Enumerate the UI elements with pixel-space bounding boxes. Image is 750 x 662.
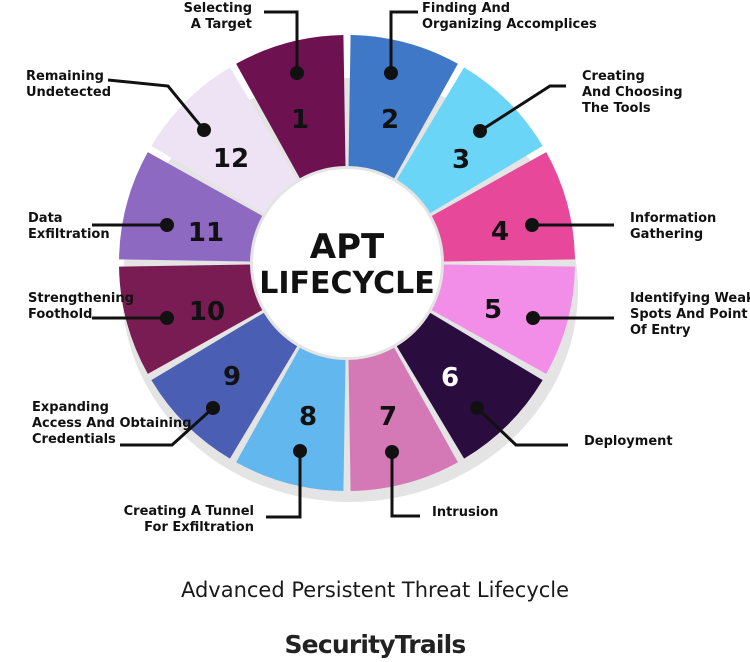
segment-8 (236, 347, 346, 491)
step-number-9: 9 (223, 362, 241, 392)
center-title-line2: LIFECYCLE (259, 266, 435, 301)
segment-9 (151, 312, 298, 459)
center-title-line1: APT (310, 227, 385, 267)
callout-dot-2 (384, 66, 398, 80)
segment-1 (236, 35, 346, 179)
step-number-6: 6 (441, 363, 459, 393)
callout-line-6 (475, 406, 568, 447)
step-number-11: 11 (188, 218, 224, 248)
segment-10 (119, 264, 263, 374)
step-label-6: Deployment (584, 434, 673, 449)
segment-2 (348, 35, 458, 179)
callout-dot-10 (160, 311, 174, 325)
step-number-2: 2 (381, 105, 399, 135)
callout-dot-3 (473, 124, 487, 138)
callout-dot-1 (290, 66, 304, 80)
callout-line-12 (107, 78, 206, 131)
segment-6 (396, 312, 543, 459)
brand-logo-text: SecurityTrails (284, 630, 466, 659)
segment-3 (396, 67, 543, 214)
wheel-segments (119, 35, 575, 491)
step-label-7: Intrusion (432, 505, 498, 520)
callout-dot-5 (526, 311, 540, 325)
callout-line-3 (479, 84, 566, 133)
center-hub (253, 169, 441, 357)
callout-line-2 (389, 10, 418, 73)
infographic-caption: Advanced Persistent Threat Lifecycle (180, 578, 570, 602)
callout-dot-11 (160, 218, 174, 232)
step-number-5: 5 (484, 295, 502, 325)
callout-dot-12 (197, 123, 211, 137)
segment-7 (348, 347, 458, 491)
step-number-1: 1 (291, 105, 309, 135)
step-number-7: 7 (379, 402, 397, 432)
callout-line-7 (390, 452, 420, 518)
callout-line-8 (266, 451, 302, 519)
callout-line-9 (120, 406, 215, 447)
callout-dot-6 (470, 401, 484, 415)
step-number-10: 10 (189, 297, 225, 327)
segment-5 (431, 264, 575, 374)
callout-dot-7 (385, 445, 399, 459)
segment-11 (119, 152, 263, 262)
callout-dot-4 (525, 218, 539, 232)
callout-dot-8 (293, 444, 307, 458)
callout-dot-9 (206, 401, 220, 415)
step-number-4: 4 (491, 217, 509, 247)
step-number-12: 12 (213, 144, 249, 174)
segment-4 (431, 152, 575, 262)
segment-12 (151, 67, 298, 214)
step-number-8: 8 (299, 402, 317, 432)
callout-line-1 (264, 10, 299, 73)
step-number-3: 3 (452, 145, 470, 175)
